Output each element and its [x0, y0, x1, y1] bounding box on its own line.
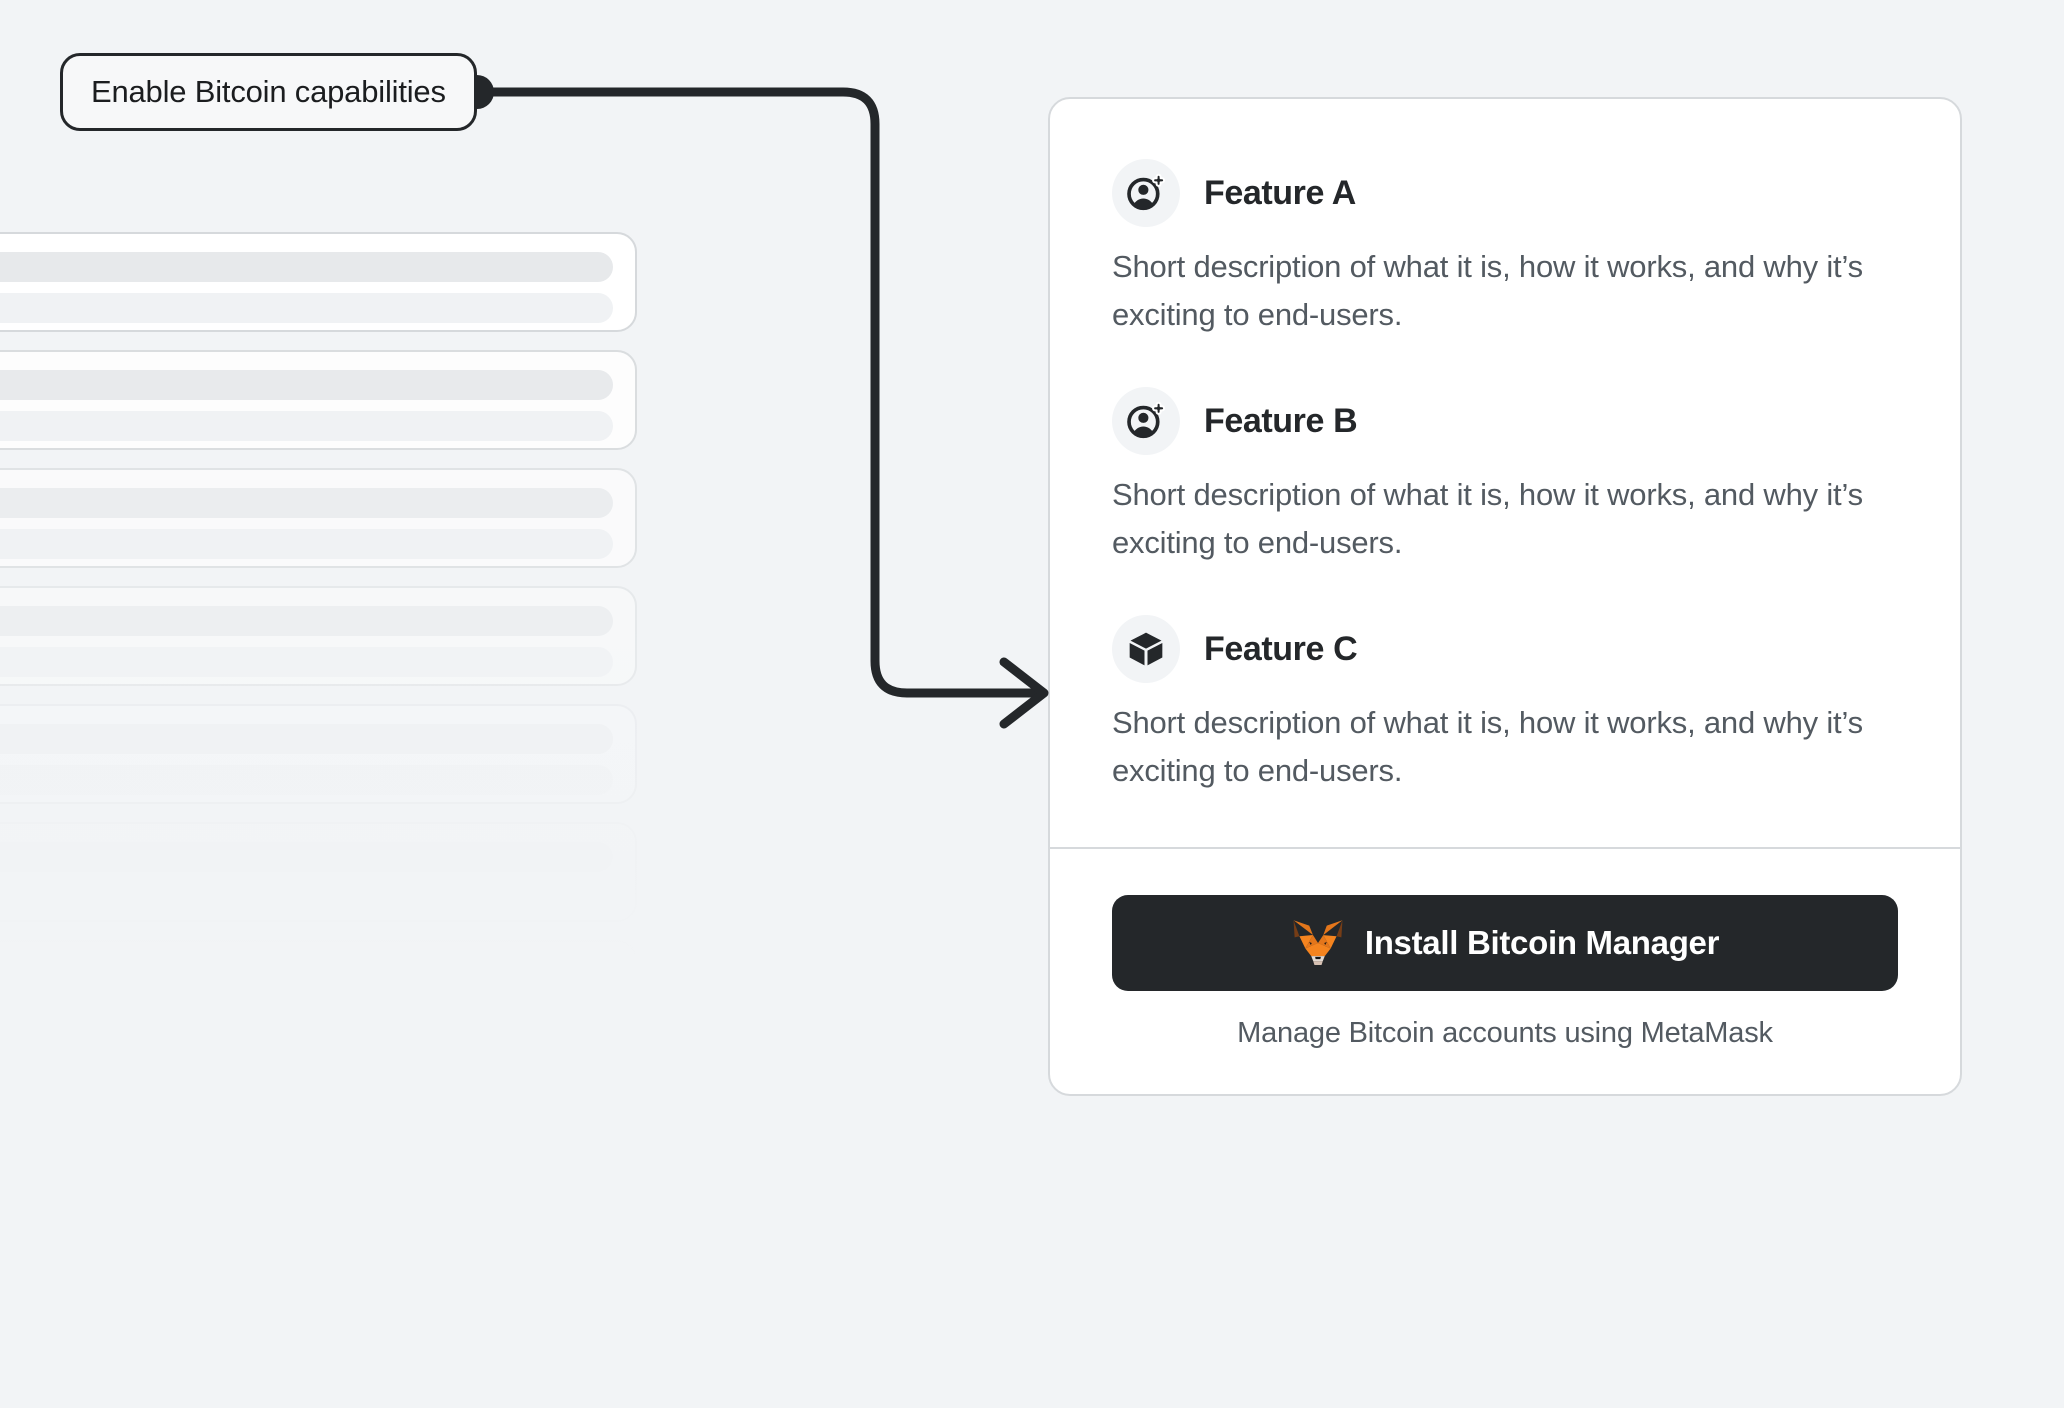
- skeleton-card: [0, 468, 637, 568]
- cube-icon: [1112, 615, 1180, 684]
- annotation-label: Enable Bitcoin capabilities: [91, 74, 446, 109]
- feature-list: Feature A Short description of what it i…: [1050, 99, 1960, 847]
- skeleton-bar-secondary: [0, 293, 613, 323]
- skeleton-bar-primary: [0, 488, 613, 518]
- feature-description: Short description of what it is, how it …: [1112, 249, 1863, 333]
- install-caption: Manage Bitcoin accounts using MetaMask: [1237, 1017, 1773, 1050]
- skeleton-card: [0, 350, 637, 450]
- feature-description: Short description of what it is, how it …: [1112, 705, 1863, 789]
- feature-header: Feature A: [1112, 159, 1898, 227]
- metamask-fox-icon: [1291, 917, 1345, 969]
- feature-title: Feature A: [1204, 173, 1356, 212]
- skeleton-card: [0, 232, 637, 332]
- skeleton-bar-secondary: [0, 765, 613, 795]
- skeleton-card: [0, 586, 637, 686]
- arrow-right-icon: [999, 657, 1049, 729]
- account-add-icon: [1112, 387, 1180, 456]
- skeleton-card: [0, 822, 637, 922]
- skeleton-bar-primary: [0, 370, 613, 400]
- install-button-label: Install Bitcoin Manager: [1364, 924, 1720, 962]
- skeleton-bar-secondary: [0, 529, 613, 559]
- card-footer: Install Bitcoin Manager Manage Bitcoin a…: [1050, 849, 1960, 1094]
- skeleton-card: [0, 704, 637, 804]
- annotation-callout: Enable Bitcoin capabilities: [60, 53, 477, 131]
- feature-item: Feature C Short description of what it i…: [1112, 615, 1898, 795]
- feature-header: Feature C: [1112, 615, 1898, 684]
- account-add-icon: [1112, 159, 1180, 227]
- skeleton-bar-secondary: [0, 647, 613, 677]
- feature-title: Feature C: [1204, 629, 1358, 668]
- skeleton-bar-secondary: [0, 411, 613, 441]
- install-bitcoin-manager-button[interactable]: Install Bitcoin Manager: [1112, 895, 1898, 992]
- skeleton-bar-primary: [0, 960, 613, 990]
- feature-card: Feature A Short description of what it i…: [1048, 97, 1962, 1097]
- skeleton-bar-primary: [0, 724, 613, 754]
- skeleton-bar-secondary: [0, 1001, 613, 1031]
- card-divider: [1050, 847, 1960, 850]
- skeleton-bar-primary: [0, 842, 613, 872]
- feature-item: Feature B Short description of what it i…: [1112, 387, 1898, 567]
- skeleton-bar-secondary: [0, 883, 613, 913]
- skeleton-card: [0, 940, 637, 1040]
- skeleton-card-list: [0, 232, 637, 1058]
- skeleton-bar-primary: [0, 252, 613, 282]
- feature-description: Short description of what it is, how it …: [1112, 477, 1863, 561]
- skeleton-bar-primary: [0, 606, 613, 636]
- feature-header: Feature B: [1112, 387, 1898, 456]
- feature-title: Feature B: [1204, 401, 1358, 440]
- feature-item: Feature A Short description of what it i…: [1112, 159, 1898, 339]
